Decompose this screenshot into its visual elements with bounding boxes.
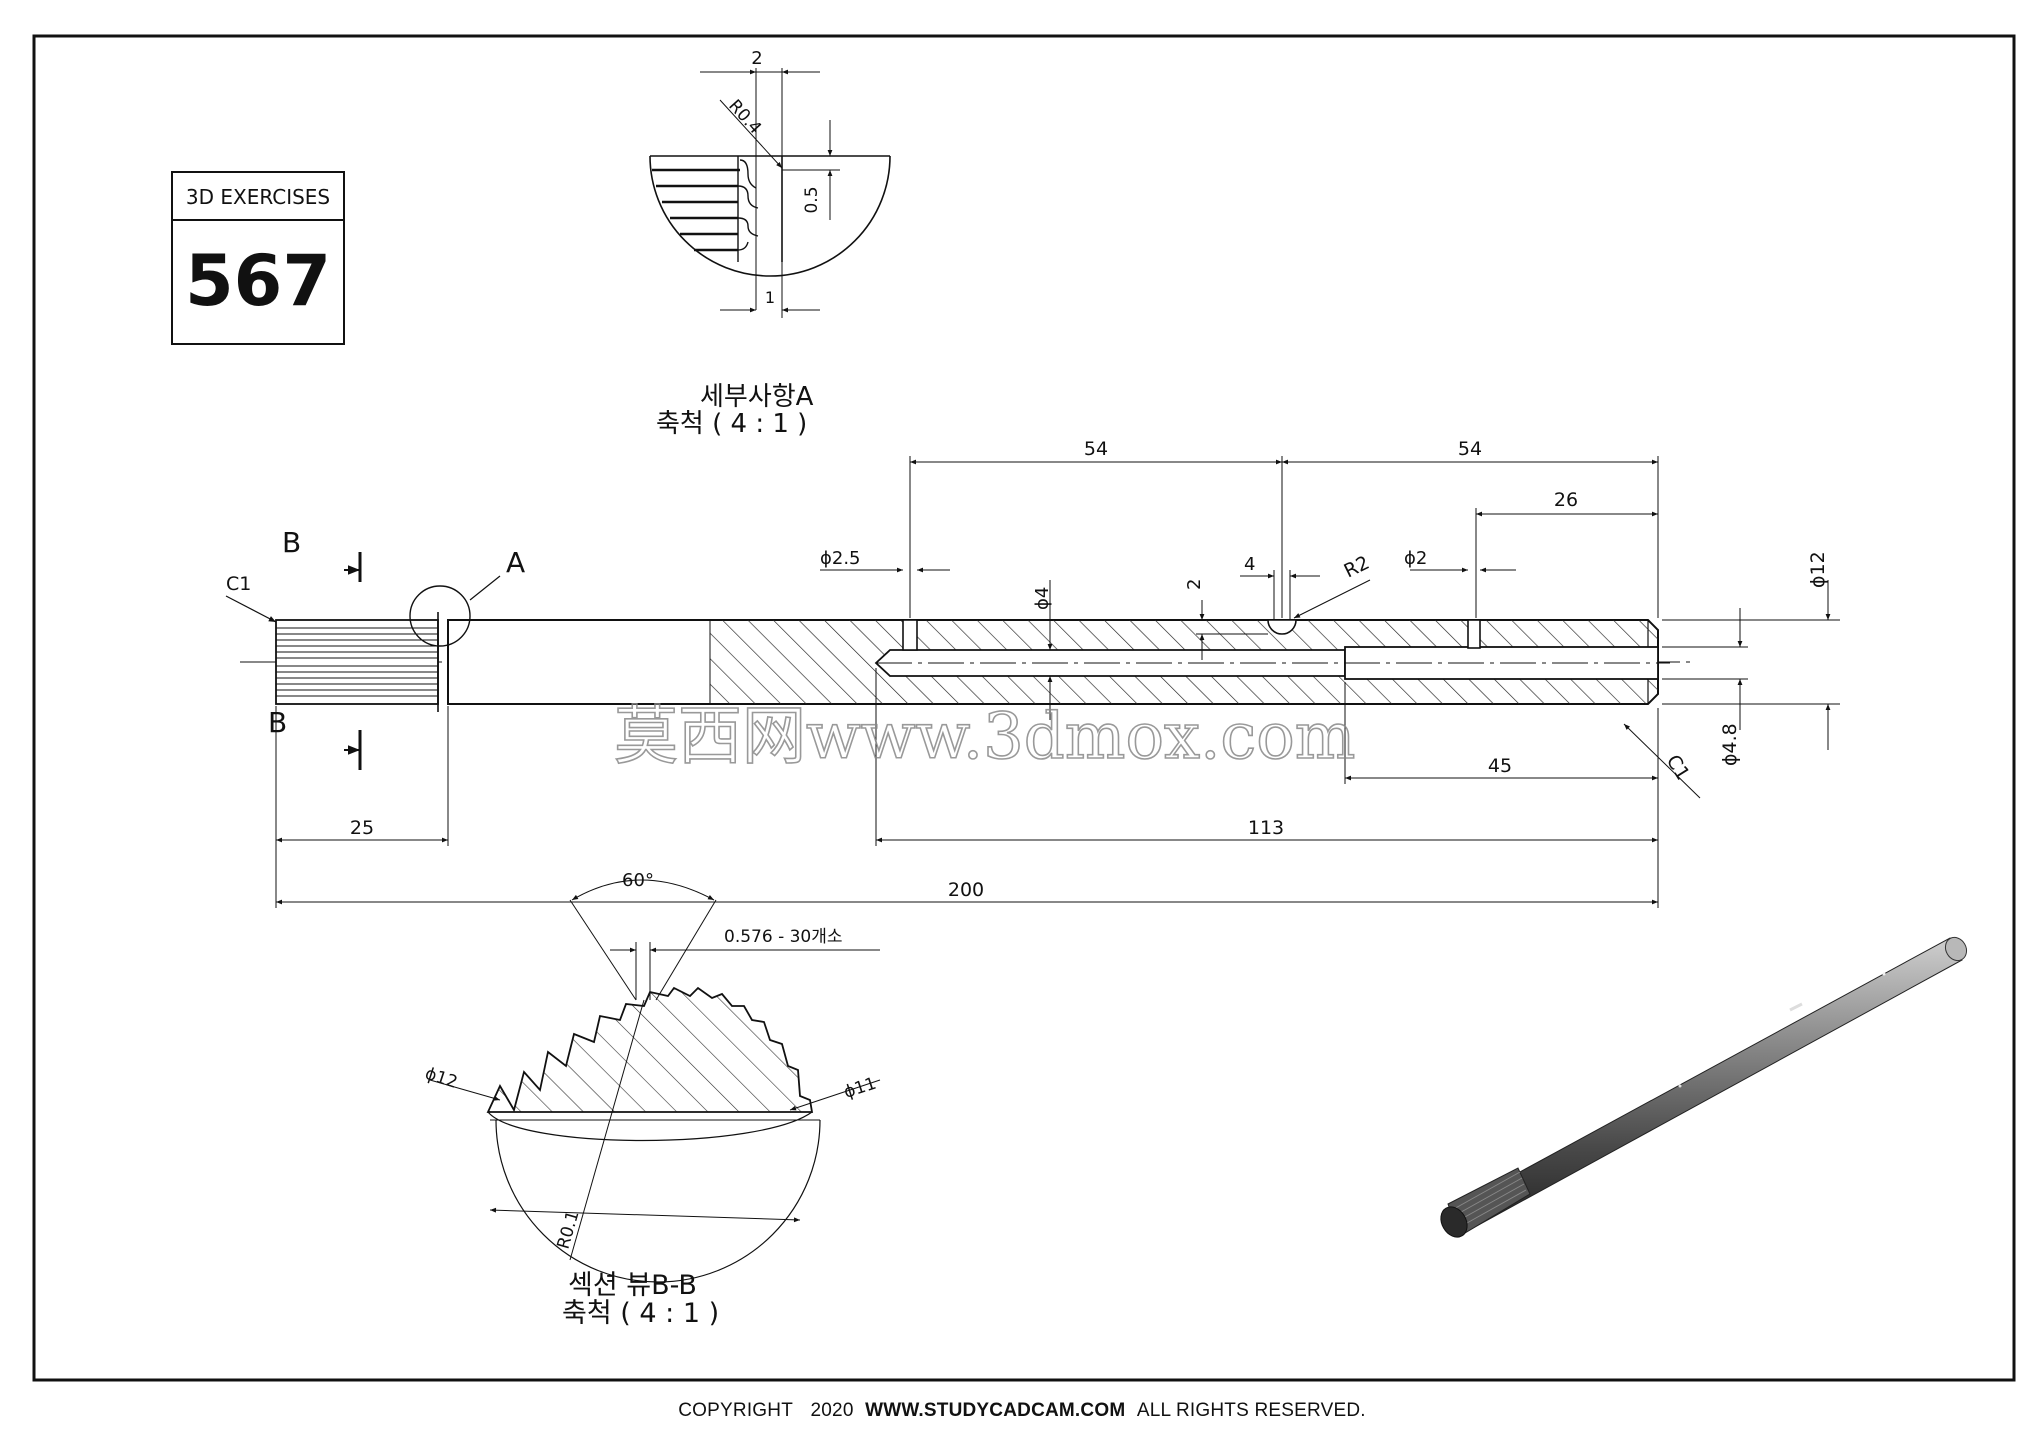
dim-phi-2-5: ϕ2.5 [820,548,861,569]
dim-113: 113 [1248,817,1284,839]
detail-a-view: 2 R0.4 0.5 1 세부사항A 축척 ( 4 : 1 ) [649,48,891,439]
main-shaft-view: B B A C1 54 54 26 ϕ2.5 ϕ4 2 [225,438,1840,908]
dim-phi-12: ϕ12 [1807,551,1829,588]
section-name: 섹션 뷰B-B [568,1270,697,1301]
section-angle: 60° [622,870,654,891]
dim-r2: R2 [1341,552,1373,583]
dim-2: 2 [1184,579,1205,590]
dim-phi-4-8: ϕ4.8 [1719,723,1741,766]
copyright-footer: COPYRIGHT 2020 WWW.STUDYCADCAM.COM ALL R… [0,1400,2044,1422]
dim-54-left: 54 [1084,438,1108,460]
section-label-b-top: B [282,526,301,559]
drawing-border [32,34,2016,1382]
shaft-3d-render [1440,936,1968,1238]
footer-rights: ALL RIGHTS RESERVED. [1136,1400,1366,1421]
section-bb-view: 60° 0.576 - 30개소 ϕ12 ϕ11 R0.1 섹션 뷰B-B 축척… [422,870,881,1329]
dim-54-right: 54 [1458,438,1482,460]
exercise-badge: 3D EXERCISES 567 [171,171,345,345]
dim-45: 45 [1488,755,1512,777]
section-dim-phi12: ϕ12 [422,1064,459,1093]
dim-phi-4: ϕ4 [1032,587,1053,610]
section-label-b-bottom: B [268,706,287,739]
dim-25: 25 [350,817,374,839]
section-dim-phi11: ϕ11 [841,1074,878,1103]
chamfer-left-label: C1 [226,573,251,595]
detail-a-dim-side: 0.5 [802,186,822,213]
footer-year: 2020 [810,1400,854,1421]
section-spline-spec: 0.576 - 30개소 [724,927,843,947]
detail-a-dim-bottom: 1 [765,288,775,307]
footer-copyright: COPYRIGHT [678,1400,794,1421]
dim-4: 4 [1244,554,1255,575]
badge-title: 3D EXERCISES [186,185,330,209]
detail-a-dim-radius: R0.4 [724,96,765,138]
badge-number: 567 [185,240,331,322]
footer-site-link[interactable]: WWW.STUDYCADCAM.COM [865,1400,1126,1421]
detail-a-dim-top: 2 [751,48,762,69]
watermark: 莫西网www.3dmox.com [614,700,1356,774]
dim-200: 200 [948,879,984,901]
dim-26: 26 [1554,489,1578,511]
section-scale: 축척 ( 4 : 1 ) [562,1298,719,1329]
detail-a-scale: 축척 ( 4 : 1 ) [656,409,807,439]
detail-label-a: A [506,546,525,579]
chamfer-right-label: C1 [1662,751,1694,784]
detail-a-name: 세부사항A [700,382,814,412]
dim-phi-2: ϕ2 [1404,548,1427,569]
